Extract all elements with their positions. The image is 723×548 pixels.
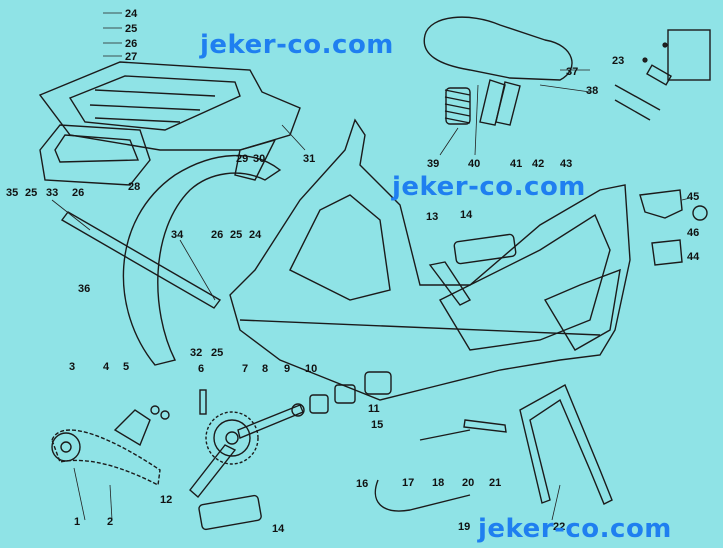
drive-chain: [51, 429, 161, 487]
part-label: 32: [190, 347, 202, 359]
luggage-rack: [38, 61, 301, 181]
part-label: 4: [103, 361, 110, 373]
part-label: 18: [432, 477, 444, 489]
brake-cable: [374, 429, 471, 512]
stay-bar: [60, 211, 222, 309]
part-label: 21: [489, 477, 501, 489]
part-label: 17: [402, 477, 414, 489]
part-label: 40: [468, 158, 480, 170]
saddle-spring: [444, 87, 471, 125]
part-label: 26: [211, 229, 223, 241]
part-label: 37: [566, 66, 578, 78]
main-frame: [229, 118, 631, 401]
part-label: 25: [125, 23, 137, 35]
part-label: 14: [460, 209, 473, 221]
part-label: 24: [249, 229, 262, 241]
part-label: 38: [586, 85, 598, 97]
part-label: 26: [125, 38, 137, 50]
tool-tray: [39, 124, 151, 186]
part-label: 10: [305, 363, 317, 375]
right-crank: [428, 233, 517, 306]
bottom-bracket-parts: [199, 371, 392, 417]
part-label: 16: [356, 478, 368, 490]
part-label: 7: [242, 363, 248, 375]
part-label: 12: [160, 494, 172, 506]
part-label: 2: [107, 516, 113, 528]
saddle: [423, 16, 573, 126]
part-label: 11: [368, 403, 380, 415]
tool-kit: [614, 29, 711, 121]
part-label: 29: [236, 153, 248, 165]
part-label: 26: [72, 187, 84, 199]
part-label: 3: [69, 361, 75, 373]
part-label: 36: [78, 283, 90, 295]
brackets: [639, 189, 708, 266]
part-label: 45: [687, 191, 699, 203]
part-label: 20: [462, 477, 474, 489]
part-label: 1: [74, 516, 80, 528]
part-label: 13: [426, 211, 438, 223]
part-label: 35: [6, 187, 18, 199]
watermark-text: jeker-co.com: [478, 514, 672, 544]
part-label: 23: [612, 55, 624, 67]
part-label: 34: [171, 229, 184, 241]
part-label: 46: [687, 227, 699, 239]
part-label: 15: [371, 419, 383, 431]
part-label: 39: [427, 158, 439, 170]
part-label: 6: [198, 363, 204, 375]
watermark-text: jeker-co.com: [200, 30, 394, 60]
chain-tensioner: [113, 405, 170, 447]
part-label: 25: [25, 187, 37, 199]
part-label: 41: [510, 158, 522, 170]
rear-mudguard: [122, 154, 282, 366]
part-label: 14: [272, 523, 285, 535]
part-label: 24: [125, 8, 138, 20]
center-stand: [463, 384, 613, 505]
part-label: 44: [687, 251, 700, 263]
part-label: 42: [532, 158, 544, 170]
part-label: 25: [230, 229, 242, 241]
part-label: 43: [560, 158, 572, 170]
watermark-text: jeker-co.com: [392, 172, 586, 202]
part-label: 30: [253, 153, 265, 165]
part-label: 22: [553, 521, 565, 533]
part-label: 31: [303, 153, 315, 165]
part-label: 25: [211, 347, 223, 359]
part-label: 9: [284, 363, 290, 375]
part-label: 27: [125, 51, 137, 63]
part-label: 33: [46, 187, 58, 199]
part-label: 28: [128, 181, 140, 193]
part-label: 5: [123, 361, 129, 373]
leader-lines: [51, 12, 691, 521]
part-labels: 1 2 3 4 5 6 7 8 9 10 11 12 13 14 14 15 1…: [6, 8, 700, 535]
part-label: 8: [262, 363, 268, 375]
chainwheel: [189, 404, 304, 531]
part-label: 19: [458, 521, 470, 533]
